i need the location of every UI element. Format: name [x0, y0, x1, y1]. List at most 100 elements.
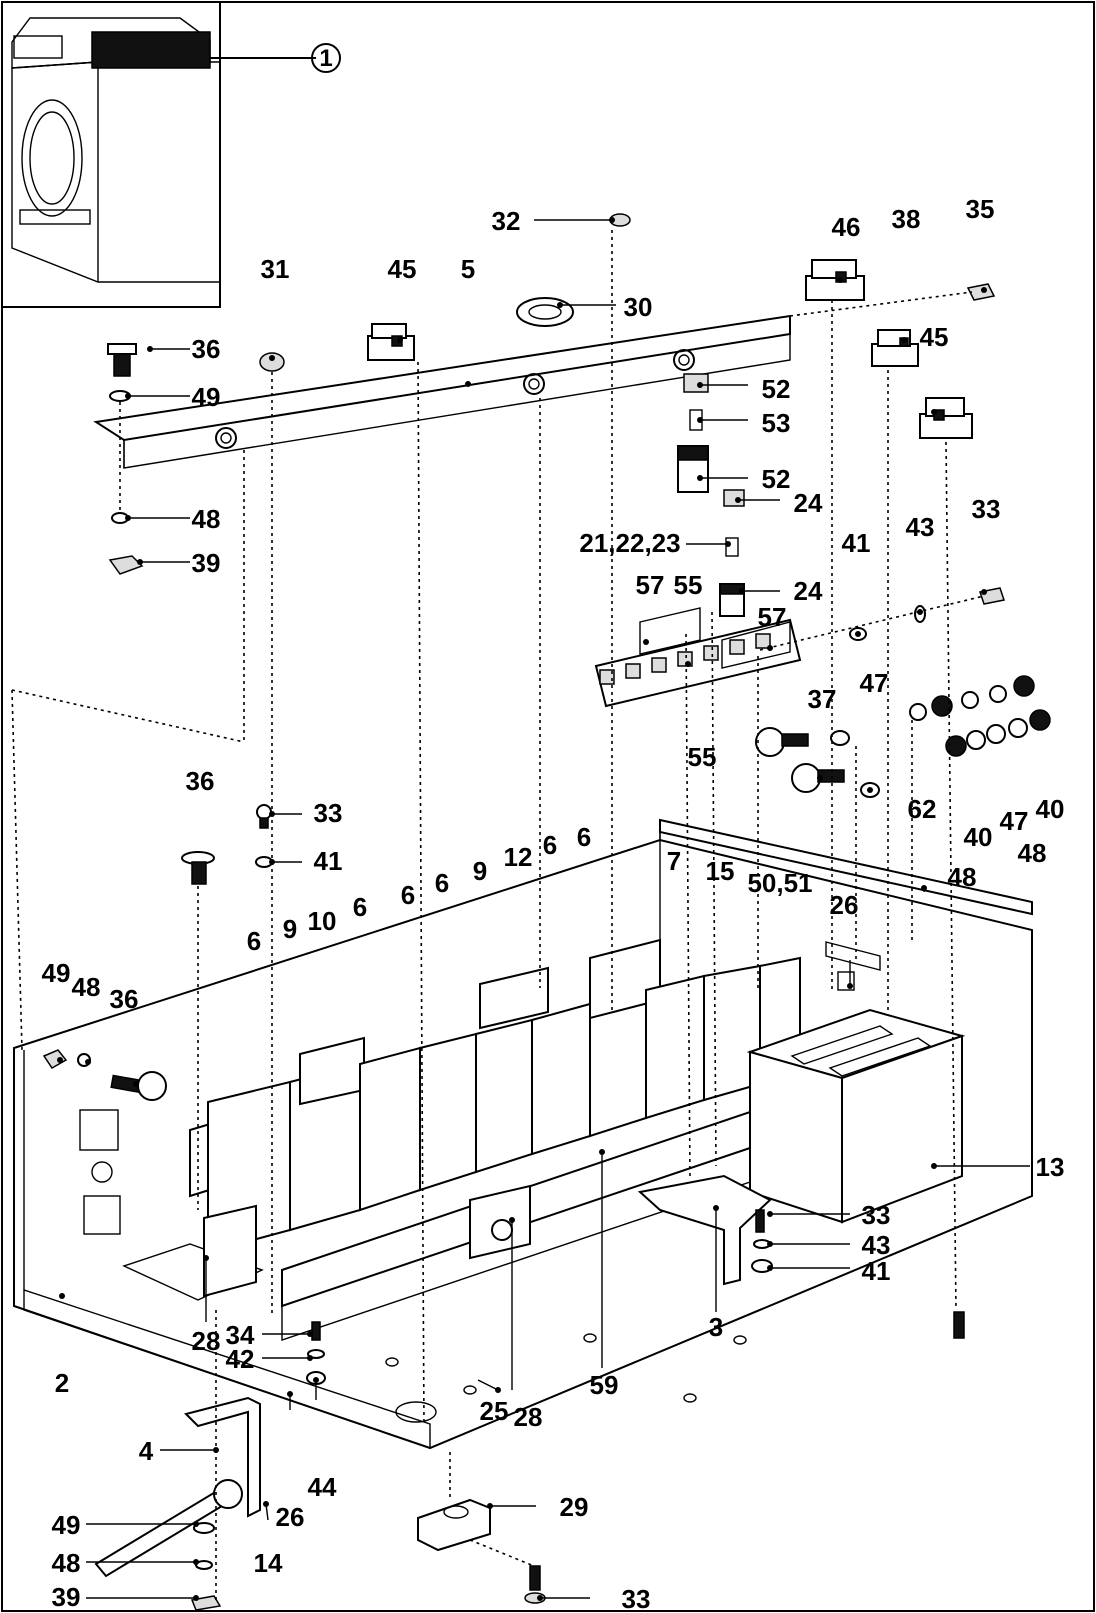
label-43b: 43 [862, 1230, 891, 1260]
bolt-36-mid [181, 851, 215, 885]
label-36b: 36 [186, 766, 215, 796]
label-9b: 9 [283, 914, 297, 944]
label-62: 62 [908, 794, 937, 824]
label-33d: 33 [622, 1584, 651, 1613]
label-32: 32 [492, 206, 521, 236]
label-33a: 33 [972, 494, 1001, 524]
callout-dots [57, 217, 987, 1601]
terminal-block [594, 607, 802, 708]
label-47a: 47 [860, 668, 889, 698]
screw-stack-left [107, 343, 144, 575]
label-55a: 55 [674, 570, 703, 600]
label-36c: 36 [110, 984, 139, 1014]
label-6b: 6 [577, 822, 591, 852]
machine-inset: 1 [1, 1, 341, 308]
washer-41 [849, 627, 867, 641]
label-53: 53 [762, 408, 791, 438]
label-48a: 48 [192, 504, 221, 534]
label-26b: 26 [276, 1502, 305, 1532]
label-55b: 55 [688, 742, 717, 772]
base-plate [13, 820, 1033, 1450]
strain-relief-left [42, 1049, 167, 1101]
inset-callout-circle [311, 43, 341, 73]
label-50-51: 50,51 [747, 868, 812, 898]
label-57a: 57 [636, 570, 665, 600]
label-28a: 28 [192, 1326, 221, 1356]
label-44: 44 [308, 1472, 337, 1502]
label-47b: 47 [1000, 806, 1029, 836]
label-49a: 49 [192, 382, 221, 412]
relay-45-left [367, 323, 415, 361]
label-5: 5 [461, 254, 475, 284]
label-28b: 28 [514, 1402, 543, 1432]
label-49b: 49 [42, 958, 71, 988]
label-40a: 40 [964, 822, 993, 852]
label-29: 29 [560, 1492, 589, 1522]
label-41c: 41 [862, 1256, 891, 1286]
label-49c: 49 [52, 1510, 81, 1540]
washer-43 [914, 605, 926, 623]
grommet-30 [516, 297, 574, 327]
label-6f: 6 [247, 926, 261, 956]
label-41a: 41 [842, 528, 871, 558]
label-24a: 24 [794, 488, 823, 518]
label-7: 7 [667, 846, 681, 876]
relay-46 [805, 259, 865, 301]
transformer-13 [746, 1008, 966, 1224]
label-36a: 36 [192, 334, 221, 364]
label-52a: 52 [762, 374, 791, 404]
top-rail [93, 314, 791, 469]
label-13: 13 [1036, 1152, 1065, 1182]
label-43a: 43 [906, 512, 935, 542]
terminal-28-left [203, 1204, 257, 1298]
label-37: 37 [808, 684, 837, 714]
label-34: 34 [226, 1320, 255, 1350]
bolts-37 [755, 727, 880, 798]
label-35: 35 [966, 194, 995, 224]
label-3: 3 [709, 1312, 723, 1342]
part-labels: 32 46 38 35 31 45 5 30 45 36 49 52 53 52… [42, 194, 1065, 1613]
terminal-28-right [469, 1184, 531, 1260]
label-33c: 33 [862, 1200, 891, 1230]
label-41b: 41 [314, 846, 343, 876]
label-6a: 6 [543, 830, 557, 860]
nut-cluster-right [909, 675, 1051, 757]
label-4: 4 [139, 1436, 154, 1466]
label-9a: 9 [473, 856, 487, 886]
leader-lines [86, 219, 1030, 1599]
label-25: 25 [480, 1396, 509, 1426]
label-38: 38 [892, 204, 921, 234]
inset-callout: 1 [319, 45, 332, 72]
label-30: 30 [624, 292, 653, 322]
label-26a: 26 [830, 890, 859, 920]
label-48d: 48 [72, 972, 101, 1002]
label-21-22-23: 21,22,23 [579, 528, 680, 558]
label-42: 42 [226, 1344, 255, 1374]
label-59: 59 [590, 1370, 619, 1400]
label-6d: 6 [401, 880, 415, 910]
inset-highlight-panel [91, 31, 211, 69]
bottom-left-assembly [94, 1310, 261, 1611]
relay-45-right [919, 397, 973, 439]
label-24b: 24 [794, 576, 823, 606]
label-12: 12 [504, 842, 533, 872]
screw-stack-33 [751, 1209, 773, 1273]
label-52b: 52 [762, 464, 791, 494]
label-2: 2 [55, 1368, 69, 1398]
grommet-31 [259, 352, 285, 372]
label-48c: 48 [948, 862, 977, 892]
label-31: 31 [261, 254, 290, 284]
label-45b: 45 [920, 322, 949, 352]
label-6e: 6 [353, 892, 367, 922]
label-6c: 6 [435, 868, 449, 898]
label-46: 46 [832, 212, 861, 242]
label-40b: 40 [1036, 794, 1065, 824]
label-10: 10 [308, 906, 337, 936]
screw-35 [966, 283, 996, 301]
label-39a: 39 [192, 548, 221, 578]
label-48e: 48 [52, 1548, 81, 1578]
label-39b: 39 [52, 1582, 81, 1612]
